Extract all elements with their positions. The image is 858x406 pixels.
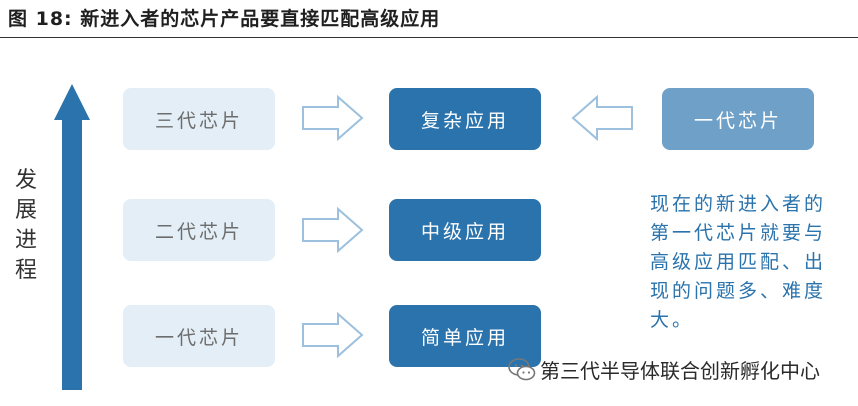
progress-label: 发展进程 (14, 168, 37, 283)
figure-title: 图 18: 新进入者的芯片产品要直接匹配高级应用 (8, 8, 441, 30)
note-text: 现在的新进入者的第一代芯片就要与高级应用匹配、出现的问题多、难度大。 (650, 193, 827, 331)
wechat-icon (508, 357, 536, 380)
progress-arrow (54, 84, 90, 390)
title-divider (0, 37, 858, 38)
gen-box-second: 二代芯片 (123, 199, 275, 261)
right-arrow-icon (302, 311, 364, 359)
app-box-intermediate: 中级应用 (389, 199, 541, 261)
right-arrow-icon (302, 206, 364, 254)
app-box-complex: 复杂应用 (389, 88, 541, 150)
newcomer-box: 一代芯片 (662, 88, 814, 150)
right-arrow-icon (302, 94, 364, 142)
gen-box-first: 一代芯片 (123, 305, 275, 367)
watermark-text: 第三代半导体联合创新孵化中心 (540, 359, 820, 383)
app-box-simple: 简单应用 (389, 305, 541, 367)
left-arrow-icon (571, 94, 633, 142)
gen-box-third: 三代芯片 (123, 88, 275, 150)
watermark: 第三代半导体联合创新孵化中心 (508, 355, 820, 384)
